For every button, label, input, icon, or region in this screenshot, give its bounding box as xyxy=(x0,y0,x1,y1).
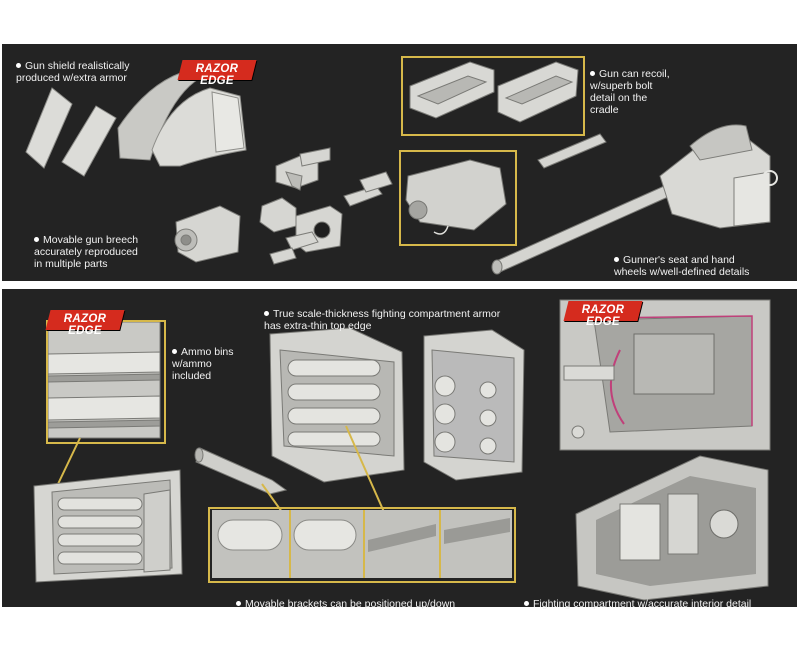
callout-line-brackets xyxy=(345,425,385,513)
razor-edge-badge-bottom-left: RAZOR EDGE xyxy=(45,308,125,337)
bullet-icon xyxy=(34,236,39,242)
caption-breech: Movable gun breech accurately reproduced… xyxy=(34,234,139,270)
breech-detail-frame xyxy=(399,150,517,246)
caption-armor: True scale-thickness fighting compartmen… xyxy=(264,308,501,332)
bullet-icon xyxy=(236,600,241,606)
recoil-cradle-inset-b xyxy=(497,61,579,123)
razor-edge-badge-top: RAZOR EDGE xyxy=(177,58,257,87)
caption-recoil: Gun can recoil, w/superb bolt detail on … xyxy=(590,68,670,116)
ammo-rack-right xyxy=(423,329,525,481)
bullet-icon xyxy=(614,256,619,262)
bullet-icon xyxy=(264,310,269,316)
bracket-detail-strip xyxy=(212,510,512,578)
ammo-bin-left xyxy=(33,469,183,583)
armor-edge-frame xyxy=(46,320,166,444)
bullet-icon xyxy=(16,62,21,68)
caption-brackets: Movable brackets can be positioned up/do… xyxy=(236,586,455,610)
recoil-detail-frame xyxy=(401,56,585,136)
caption-gun-shield: Gun shield realistically produced w/extr… xyxy=(16,60,130,84)
bullet-icon xyxy=(590,70,595,76)
gun-barrel-parts xyxy=(491,133,707,275)
caption-seat: Gunner's seat and hand wheels w/well-def… xyxy=(614,254,750,278)
razor-edge-badge-bottom-right: RAZOR EDGE xyxy=(563,299,643,328)
gun-shield-parts xyxy=(25,69,247,177)
fighting-compartment-interior xyxy=(575,455,769,601)
gun-breech-parts xyxy=(174,147,393,265)
bullet-icon xyxy=(524,600,529,606)
callout-line-ammo xyxy=(57,437,81,485)
armor-edge-detail xyxy=(47,321,161,439)
recoil-cradle-inset-a xyxy=(409,61,495,119)
turret-assembly xyxy=(659,124,778,229)
caption-interior: Fighting compartment w/accurate interior… xyxy=(524,586,751,610)
breech-inset xyxy=(405,159,507,235)
bullet-icon xyxy=(172,348,177,354)
fighting-compartment-top-view xyxy=(559,299,771,451)
ammo-rack-center xyxy=(269,327,405,483)
bracket-detail-frame xyxy=(208,507,516,583)
shell xyxy=(194,447,288,495)
caption-ammo: Ammo bins w/ammo included xyxy=(172,346,234,382)
